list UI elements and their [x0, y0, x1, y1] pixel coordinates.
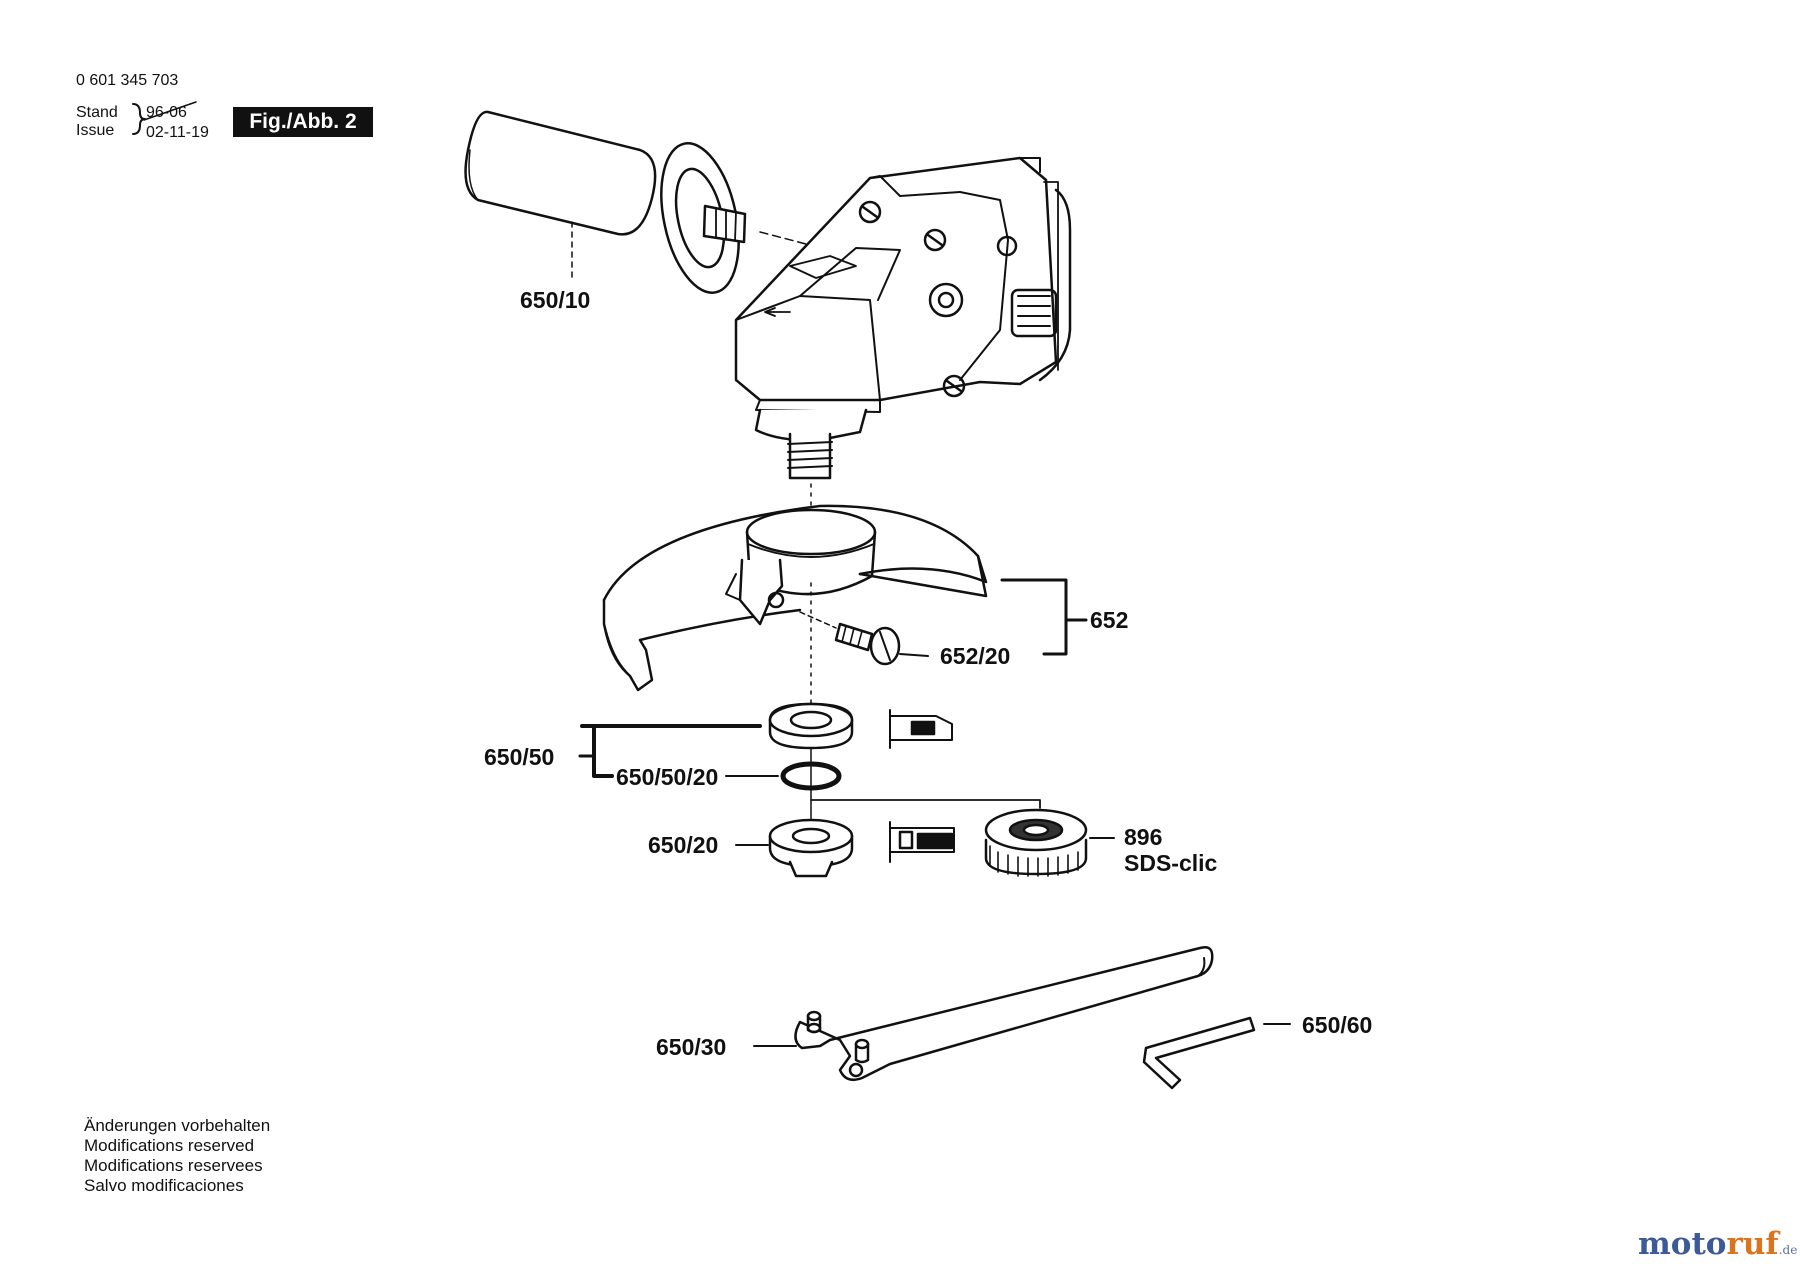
wheel-guard-part [602, 504, 1088, 692]
callout-650-20: 650/20 [648, 832, 719, 858]
note-line-en: Modifications reserved [84, 1136, 255, 1155]
callout-896: 896 [1124, 824, 1163, 850]
note-line-de: Änderungen vorbehalten [84, 1116, 271, 1135]
spanner-wrench-part [753, 946, 1214, 1081]
figure-label: Fig./Abb. 2 [233, 107, 373, 137]
note-line-es: Salvo modificaciones [84, 1176, 244, 1195]
callout-sds-clic: SDS-clic [1124, 850, 1218, 876]
issue-label: Issue [76, 122, 115, 139]
callout-652-20: 652/20 [940, 643, 1011, 669]
watermark-logo: motoruf.de [1638, 1226, 1797, 1262]
part-number: 0 601 345 703 [76, 72, 179, 89]
issue-date: 02-11-19 [146, 124, 209, 141]
callout-650-50: 650/50 [484, 744, 555, 770]
clamping-nut-part [735, 818, 854, 878]
watermark-text-b: ruf [1726, 1226, 1779, 1262]
modifications-note: Änderungen vorbehalten Modifications res… [84, 1116, 270, 1196]
note-line-fr: Modifications reservees [84, 1156, 263, 1175]
grinder-head [734, 156, 1072, 480]
callout-650-60: 650/60 [1302, 1012, 1373, 1038]
stand-label: Stand [76, 104, 118, 121]
callout-650-50-20: 650/50/20 [616, 764, 719, 790]
callout-652: 652 [1090, 607, 1129, 633]
watermark-text-a: moto [1638, 1226, 1727, 1262]
callout-650-10: 650/10 [520, 287, 591, 313]
hex-key-part [1142, 1016, 1291, 1090]
callout-650-30: 650/30 [656, 1034, 727, 1060]
o-ring-part [725, 761, 842, 791]
side-handle-part [464, 110, 807, 294]
sds-clic-nut-part [984, 808, 1115, 877]
section-symbols [889, 709, 955, 863]
watermark-suffix: .de [1778, 1243, 1798, 1257]
mounting-flange-part [578, 702, 854, 778]
clamping-screw-part [799, 611, 929, 666]
